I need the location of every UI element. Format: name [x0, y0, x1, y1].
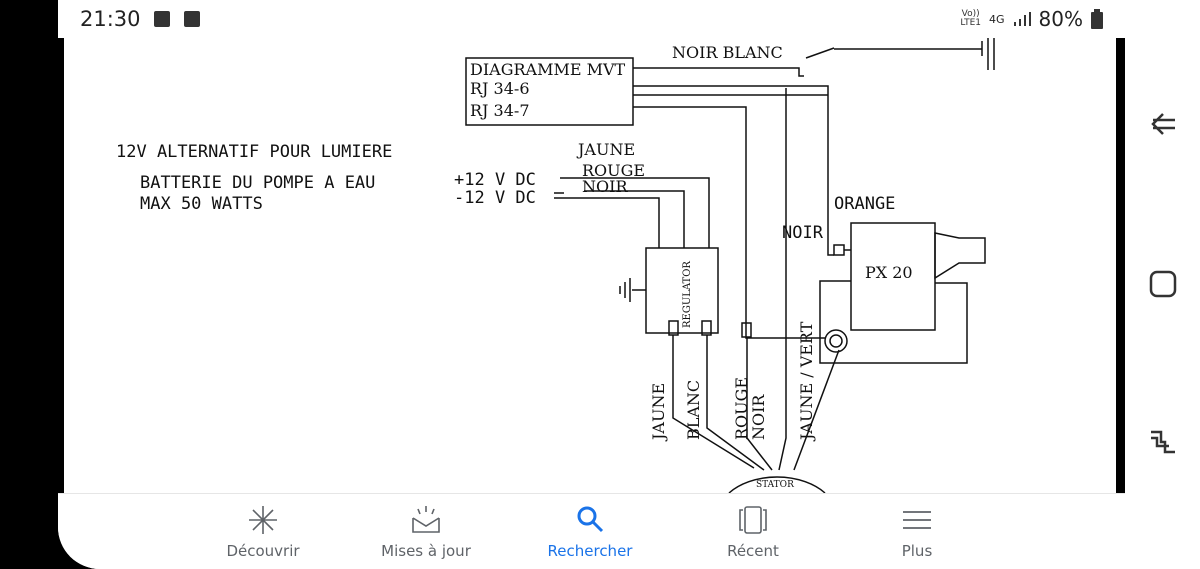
px20-label: PX 20	[865, 263, 913, 282]
noir-right-label: NOIR	[782, 223, 824, 243]
v-blanc-label: BLANC	[684, 380, 703, 440]
wiring-diagram: DIAGRAMME MVT RJ 34-6 RJ 34-7 NOIR BLANC…	[64, 38, 1116, 493]
volte-indicator: Vo)) LTE1	[960, 9, 982, 28]
rj34-7-label: RJ 34-7	[470, 101, 530, 120]
minus-dc-label: -12 V DC	[454, 188, 536, 208]
check-notification-icon	[184, 11, 200, 27]
noir-blanc-label: NOIR BLANC	[672, 43, 783, 62]
battery-label-2: MAX 50 WATTS	[140, 194, 263, 214]
nav-rechercher[interactable]: Rechercher	[520, 494, 660, 569]
phone-screen: 21:30 Vo)) LTE1 4G 80%	[58, 0, 1125, 569]
status-time: 21:30	[80, 7, 141, 31]
plus-dc-label: +12 V DC	[454, 170, 536, 190]
status-bar: 21:30 Vo)) LTE1 4G 80%	[58, 0, 1125, 38]
recents-apps-icon[interactable]	[1147, 426, 1179, 458]
mvt-label: DIAGRAMME MVT	[470, 60, 626, 79]
signal-icon	[1013, 12, 1031, 26]
network-type: 4G	[989, 12, 1005, 26]
image-viewer[interactable]: DIAGRAMME MVT RJ 34-6 RJ 34-7 NOIR BLANC…	[58, 38, 1125, 493]
system-navigation-bar	[1125, 0, 1200, 569]
orange-label: ORANGE	[834, 194, 895, 214]
jaune-top-label: JAUNE	[576, 140, 635, 159]
search-icon	[577, 506, 604, 533]
battery-icon	[1091, 9, 1103, 29]
nav-mises-a-jour[interactable]: Mises à jour	[356, 494, 496, 569]
sparkle-icon	[249, 506, 277, 534]
noir-top-label: NOIR	[582, 177, 628, 196]
v-jaune-vert-label: JAUNE / VERT	[797, 321, 816, 442]
v-rouge-label: ROUGE	[732, 377, 751, 440]
stator-label: STATOR	[756, 480, 794, 490]
back-arrow-icon[interactable]	[1147, 108, 1179, 140]
ac-light-label: 12V ALTERNATIF POUR LUMIERE	[116, 142, 392, 162]
nav-recent[interactable]: Récent	[683, 494, 823, 569]
battery-percent: 80%	[1038, 7, 1083, 31]
updates-icon	[412, 506, 440, 533]
bottom-navigation: Découvrir Mises à jour Rechercher Récent	[58, 493, 1125, 569]
home-icon[interactable]	[1147, 268, 1179, 300]
recent-icon	[739, 506, 767, 534]
v-jaune-label: JAUNE	[649, 383, 668, 442]
nav-decouvrir[interactable]: Découvrir	[193, 494, 333, 569]
regulator-label: REGULATOR	[682, 261, 693, 328]
menu-icon	[903, 511, 931, 529]
rouge-top-label: ROUGE	[582, 161, 645, 180]
v-noir-label: NOIR	[749, 394, 768, 440]
gallery-notification-icon	[154, 11, 170, 27]
rj34-6-label: RJ 34-6	[470, 79, 530, 98]
status-right: Vo)) LTE1 4G 80%	[960, 7, 1103, 31]
battery-label-1: BATTERIE DU POMPE A EAU	[140, 173, 375, 193]
nav-plus[interactable]: Plus	[847, 494, 987, 569]
